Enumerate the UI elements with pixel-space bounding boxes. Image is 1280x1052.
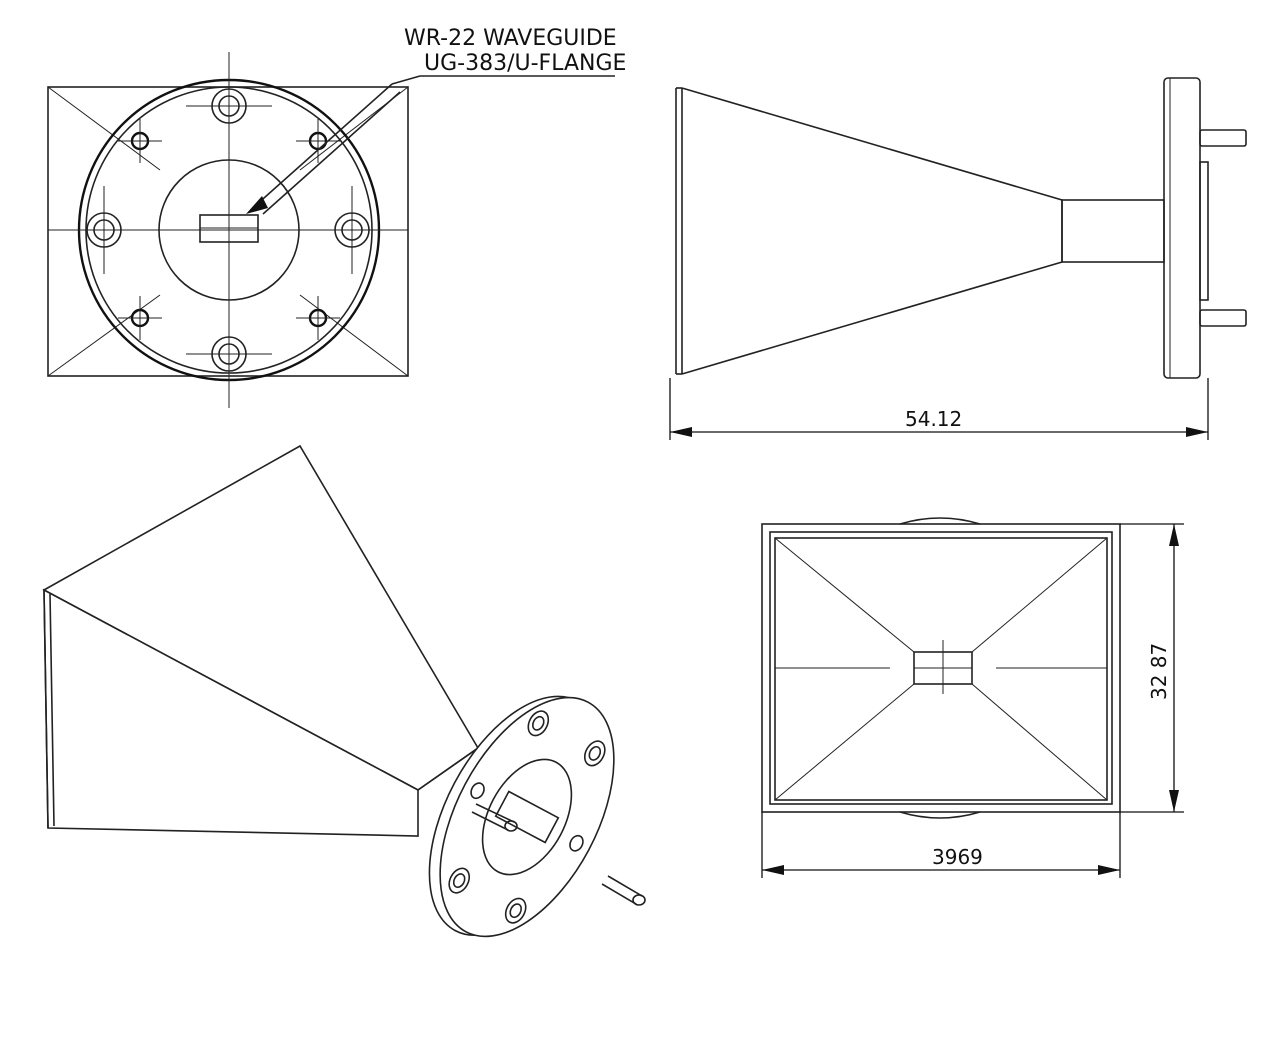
side-flange (1163, 77, 1201, 379)
pin-upper (1199, 129, 1247, 147)
bolt-hole-top (186, 88, 272, 124)
pin-hole-bl (118, 296, 162, 340)
front-view: WR-22 WAVEGUIDE UG-383/U-FLANGE (47, 26, 626, 408)
pin-lower (1199, 309, 1247, 327)
iso-waveguide-opening (494, 790, 560, 844)
top-diagonals (774, 537, 1108, 801)
top-outer-rect (761, 523, 1121, 813)
leader-line (246, 75, 615, 215)
horn-taper (681, 87, 1063, 375)
isometric-view (42, 444, 646, 938)
waveguide-label: WR-22 WAVEGUIDE (404, 26, 617, 51)
side-view: 54.12 (669, 77, 1247, 440)
length-value: 54.12 (905, 407, 962, 431)
waveguide-section (1061, 199, 1165, 263)
iso-pin-lower (601, 875, 646, 906)
bolt-hole-bottom (186, 336, 272, 372)
iso-pin-upper (471, 803, 518, 832)
bolt-hole-right (334, 186, 370, 274)
iso-flange-boss (481, 758, 573, 876)
bolt-hole-left (86, 186, 122, 274)
top-inner-rect (769, 531, 1113, 805)
height-dimension (1120, 523, 1184, 813)
pin-hole-br (296, 296, 340, 340)
aperture-outline (47, 86, 409, 377)
length-dimension (669, 378, 1209, 440)
flange-lip (1199, 161, 1209, 301)
top-centerlines (775, 640, 1107, 694)
height-value: 32 87 (1147, 643, 1171, 700)
flange-label: UG-383/U-FLANGE (424, 51, 626, 76)
centerlines (48, 52, 408, 408)
top-view: 3969 32 87 (761, 517, 1184, 878)
width-value: 3969 (932, 845, 983, 869)
pin-hole-tl (118, 119, 162, 163)
aperture-diagonals (47, 86, 409, 377)
pin-hole-tr (296, 119, 340, 163)
width-dimension (761, 812, 1121, 878)
